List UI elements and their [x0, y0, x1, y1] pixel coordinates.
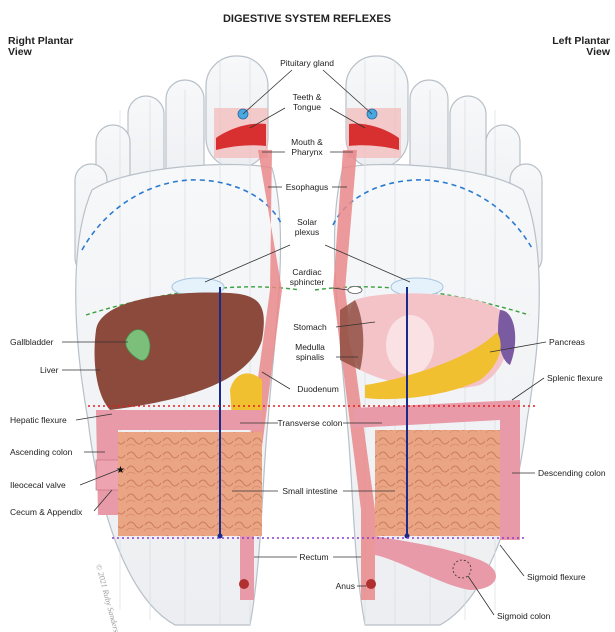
label-rectum: Rectum	[299, 552, 328, 562]
label-sigmoid-flexure: Sigmoid flexure	[527, 572, 586, 582]
right-view-line-2: View	[8, 46, 33, 58]
label-mouth-pharynx: Mouth &Pharynx	[291, 137, 323, 157]
right-foot: ★	[75, 56, 300, 625]
label-ascending-colon: Ascending colon	[10, 447, 73, 457]
medulla-line-1: Medulla	[295, 342, 325, 352]
label-hepatic-flexure: Hepatic flexure	[10, 415, 67, 425]
label-teeth-tongue: Teeth &Tongue	[293, 92, 322, 112]
teeth-line-1: Teeth &	[293, 92, 322, 102]
label-liver: Liver	[40, 365, 59, 375]
label-ileocecal-valve: Ileocecal valve	[10, 480, 66, 490]
label-cecum-appendix: Cecum & Appendix	[10, 507, 83, 517]
left-foot	[315, 56, 542, 625]
cardiac-line-1: Cardiac	[292, 267, 322, 277]
solar-line-2: plexus	[295, 227, 320, 237]
label-splenic-flexure: Splenic flexure	[547, 373, 603, 383]
mouth-line-2: Pharynx	[291, 147, 323, 157]
label-duodenum: Duodenum	[297, 384, 339, 394]
teeth-line-2: Tongue	[293, 102, 321, 112]
label-pituitary-gland: Pituitary gland	[280, 58, 334, 68]
cardiac-line-2: sphincter	[290, 277, 325, 287]
label-esophagus: Esophagus	[286, 182, 329, 192]
medulla-line-2: spinalis	[296, 352, 324, 362]
mouth-line-1: Mouth &	[291, 137, 323, 147]
label-descending-colon: Descending colon	[538, 468, 606, 478]
label-sigmoid-colon: Sigmoid colon	[497, 611, 551, 621]
diagram-title: DIGESTIVE SYSTEM REFLEXES	[223, 13, 391, 25]
label-small-intestine: Small intestine	[282, 486, 338, 496]
label-stomach: Stomach	[293, 322, 327, 332]
left-view-line-2: View	[586, 46, 611, 58]
label-pancreas: Pancreas	[549, 337, 585, 347]
label-gallbladder: Gallbladder	[10, 337, 54, 347]
label-anus: Anus	[336, 581, 355, 591]
copyright-text: © 2021 Ruby Sanders	[94, 563, 121, 632]
label-transverse-colon: Transverse colon	[278, 418, 343, 428]
solar-line-1: Solar	[297, 217, 317, 227]
